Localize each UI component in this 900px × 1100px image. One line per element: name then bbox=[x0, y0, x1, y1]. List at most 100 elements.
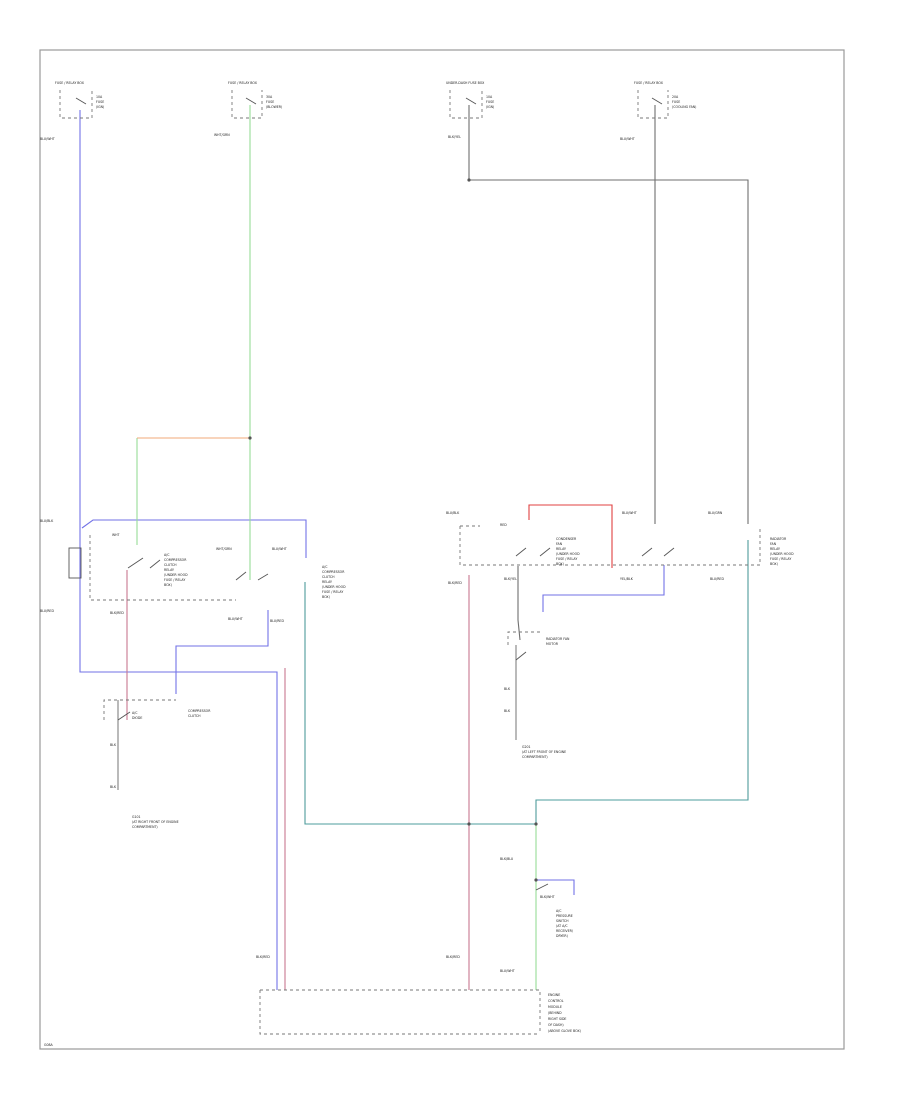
ecm-line3: MODULE bbox=[548, 1005, 562, 1009]
radiator-fan-line1: RADIATOR FAN bbox=[546, 637, 570, 641]
fan-relays-group: BLU/BLK RED BLU/WHT BLU/GRN BLK/RED BLK/… bbox=[446, 511, 794, 585]
ecm-line4: (BEHIND bbox=[548, 1011, 562, 1015]
wire-label: BLK/RED bbox=[446, 955, 460, 959]
ac-relay-group: WHT BLU/BLK BLU/RED WHT/GRN BLU/WHT BLU/… bbox=[40, 519, 346, 623]
condenser-relay-line1: CONDENSER bbox=[556, 537, 577, 541]
wire-label: BLU/WHT bbox=[620, 137, 635, 141]
wire-label: BLU/RED bbox=[270, 619, 284, 623]
wire-label: BLK/RED bbox=[448, 581, 462, 585]
wire-teal bbox=[304, 540, 749, 825]
wire-label: BLK/RED bbox=[110, 611, 124, 615]
wire-label: BLU/WHT bbox=[228, 617, 243, 621]
fuse-2-title: FUSE / RELAY BOX bbox=[228, 81, 258, 85]
diode-symbol bbox=[68, 547, 82, 579]
condenser-relay-line3: RELAY bbox=[556, 547, 566, 551]
condenser-relay-line4: (UNDER HOOD bbox=[556, 552, 580, 556]
fuse-3-line2: 10A bbox=[486, 95, 493, 99]
clutch-relay-line4: RELAY bbox=[322, 580, 332, 584]
fuse-1-title: FUSE / RELAY BOX bbox=[55, 81, 85, 85]
wire-label: BLK/WHT bbox=[540, 895, 555, 899]
wire-blue-stub bbox=[536, 879, 575, 895]
fuse-2-line3: FUSE bbox=[266, 100, 274, 104]
clutch-relay-line1: A/C bbox=[322, 565, 328, 569]
fuse-4-line3: FUSE bbox=[672, 100, 680, 104]
wire-label: BLK bbox=[110, 743, 117, 747]
ac-relay-line2: COMPRESSOR bbox=[164, 558, 187, 562]
pressure-switch-group: BLK/BLU BLK/WHT A/C PRESSURE SWITCH (AT … bbox=[500, 857, 574, 938]
wire-label: BLU/WHT bbox=[622, 511, 637, 515]
pressure-switch-line5: RECEIVER/ bbox=[556, 929, 574, 933]
wire-label: WHT/GRN bbox=[216, 547, 232, 551]
wire-label: BLU/BLK bbox=[446, 511, 460, 515]
fuse-3-line3: FUSE bbox=[486, 100, 494, 104]
wire-label: BLU/WHT bbox=[40, 137, 55, 141]
junctions bbox=[248, 178, 538, 882]
wire-label: BLK bbox=[110, 785, 117, 789]
clutch-line2: CLUTCH bbox=[188, 714, 201, 718]
diagram-frame bbox=[39, 49, 845, 1050]
clutch-relay-line2: COMPRESSOR bbox=[322, 570, 345, 574]
ground-g101-line2: (AT RIGHT FRONT OF ENGINE bbox=[132, 820, 179, 824]
ac-relay-line7: BOX) bbox=[164, 583, 172, 587]
clutch-relay-line3: CLUTCH bbox=[322, 575, 335, 579]
pressure-switch-line2: PRESSURE bbox=[556, 914, 573, 918]
radiator-relay-line1: RADIATOR bbox=[770, 537, 787, 541]
ground-g101-line1: G101 bbox=[132, 815, 141, 819]
fuse-3-title: UNDER-DASH FUSE BOX bbox=[446, 81, 485, 85]
wire-blue-short bbox=[175, 610, 269, 694]
junction-dot bbox=[534, 878, 538, 882]
ac-relay-line1: A/C bbox=[164, 553, 170, 557]
junction-dot bbox=[534, 822, 538, 826]
ac-diode-line2: DIODE bbox=[132, 716, 142, 720]
fuse-3: UNDER-DASH FUSE BOX 10A FUSE (IGN) bbox=[446, 81, 494, 119]
wire-label: BLK bbox=[504, 687, 511, 691]
wire-label: BLU/GRN bbox=[708, 511, 723, 515]
wire-gray-right bbox=[468, 105, 749, 524]
radiator-relay-line3: RELAY bbox=[770, 547, 780, 551]
pressure-switch-line1: A/C bbox=[556, 909, 562, 913]
ac-relay-line5: (UNDER HOOD bbox=[164, 573, 188, 577]
ground-g201-line1: G201 bbox=[522, 745, 531, 749]
wire-label: BLU/BLK bbox=[40, 519, 54, 523]
wire-label: BLK/YEL bbox=[504, 577, 517, 581]
wire-blue-left bbox=[79, 110, 278, 990]
fuse-1-line4: (IGN) bbox=[96, 105, 104, 109]
clutch-relay-line6: FUSE / RELAY bbox=[322, 590, 343, 594]
ac-diode-line1: A/C bbox=[132, 711, 138, 715]
fuse-4: FUSE / RELAY BOX 20A FUSE (COOLING FAN) bbox=[634, 81, 696, 119]
condenser-relay-line2: FAN bbox=[556, 542, 563, 546]
ecm-line2: CONTROL bbox=[548, 999, 564, 1003]
condenser-relay-line6: BOX) bbox=[556, 562, 564, 566]
fuse-4-line4: (COOLING FAN) bbox=[672, 105, 696, 109]
wire-label: BLU/RED bbox=[40, 609, 54, 613]
junction-dot bbox=[467, 822, 471, 826]
wire-red bbox=[528, 504, 613, 568]
wire-label: BLK/RED bbox=[256, 955, 270, 959]
fuse-4-title: FUSE / RELAY BOX bbox=[634, 81, 664, 85]
wire-label: YEL/BLK bbox=[620, 577, 634, 581]
pressure-switch-line4: (AT A/C bbox=[556, 924, 568, 928]
wire-gray-right3 bbox=[517, 566, 521, 641]
ground-g201-line3: COMPARTMENT) bbox=[522, 755, 548, 759]
clutch-relay-line5: (UNDER HOOD bbox=[322, 585, 346, 589]
ecm-line5: RIGHT SIDE bbox=[548, 1017, 566, 1021]
compressor-clutch-group: A/C DIODE COMPRESSOR CLUTCH BLK BLK G101… bbox=[103, 699, 211, 829]
ecm-line6: OF DASH) bbox=[548, 1023, 564, 1027]
ac-relay-line6: FUSE / RELAY bbox=[164, 578, 185, 582]
wire-label: BLU/WHT bbox=[500, 969, 515, 973]
engine-control-module: ENGINE CONTROL MODULE (BEHIND RIGHT SIDE… bbox=[259, 989, 581, 1035]
wires bbox=[79, 105, 749, 990]
wire-label: RED bbox=[500, 523, 507, 527]
wire-label: BLK bbox=[504, 709, 511, 713]
wire-label: BLU/WHT bbox=[272, 547, 287, 551]
ac-relay-line4: RELAY bbox=[164, 568, 174, 572]
pressure-switch-line3: SWITCH bbox=[556, 919, 569, 923]
junction-dot bbox=[467, 178, 471, 182]
fuse-1-line3: FUSE bbox=[96, 100, 104, 104]
page-id: G08A bbox=[44, 1043, 54, 1047]
wire-blue-top-loop bbox=[81, 519, 307, 558]
radiator-fan-line2: MOTOR bbox=[546, 642, 559, 646]
condenser-relay-line5: FUSE / RELAY bbox=[556, 557, 577, 561]
fuse-2-line4: (BLOWER) bbox=[266, 105, 282, 109]
wire-label: BLK/BLU bbox=[500, 857, 514, 861]
